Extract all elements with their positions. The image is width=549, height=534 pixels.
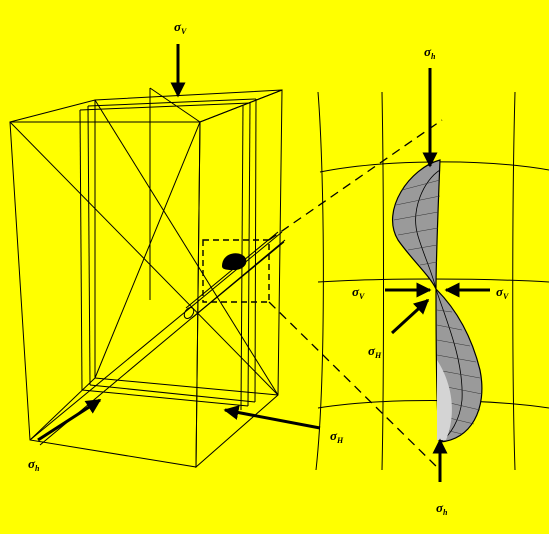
label-sigma-h-left: σh [28, 456, 40, 473]
rock-block-wireframe [9, 87, 286, 469]
zoom-projection-lines [268, 119, 443, 471]
label-sigma-v-top: σV [174, 19, 187, 36]
zoom-box [202, 239, 270, 303]
breakout-zone-shape [222, 253, 247, 270]
stress-labels: σV σh σV σV σH σh σh σH [28, 19, 509, 517]
label-sigma-H-mid: σH [368, 343, 382, 360]
label-sigma-v-right: σV [496, 284, 509, 301]
label-sigma-v-left: σV [352, 284, 365, 301]
label-sigma-H-bottom: σH [330, 428, 344, 445]
sigma-H-mid-arrow [390, 298, 430, 335]
sigma-h-left-arrow [37, 398, 102, 442]
twisted-stress-surface [392, 159, 483, 443]
stress-arrows [37, 44, 490, 482]
label-sigma-h-top: σh [424, 44, 436, 61]
label-sigma-h-bottom: σh [436, 500, 448, 517]
sigma-H-bottom-arrow [223, 405, 321, 430]
